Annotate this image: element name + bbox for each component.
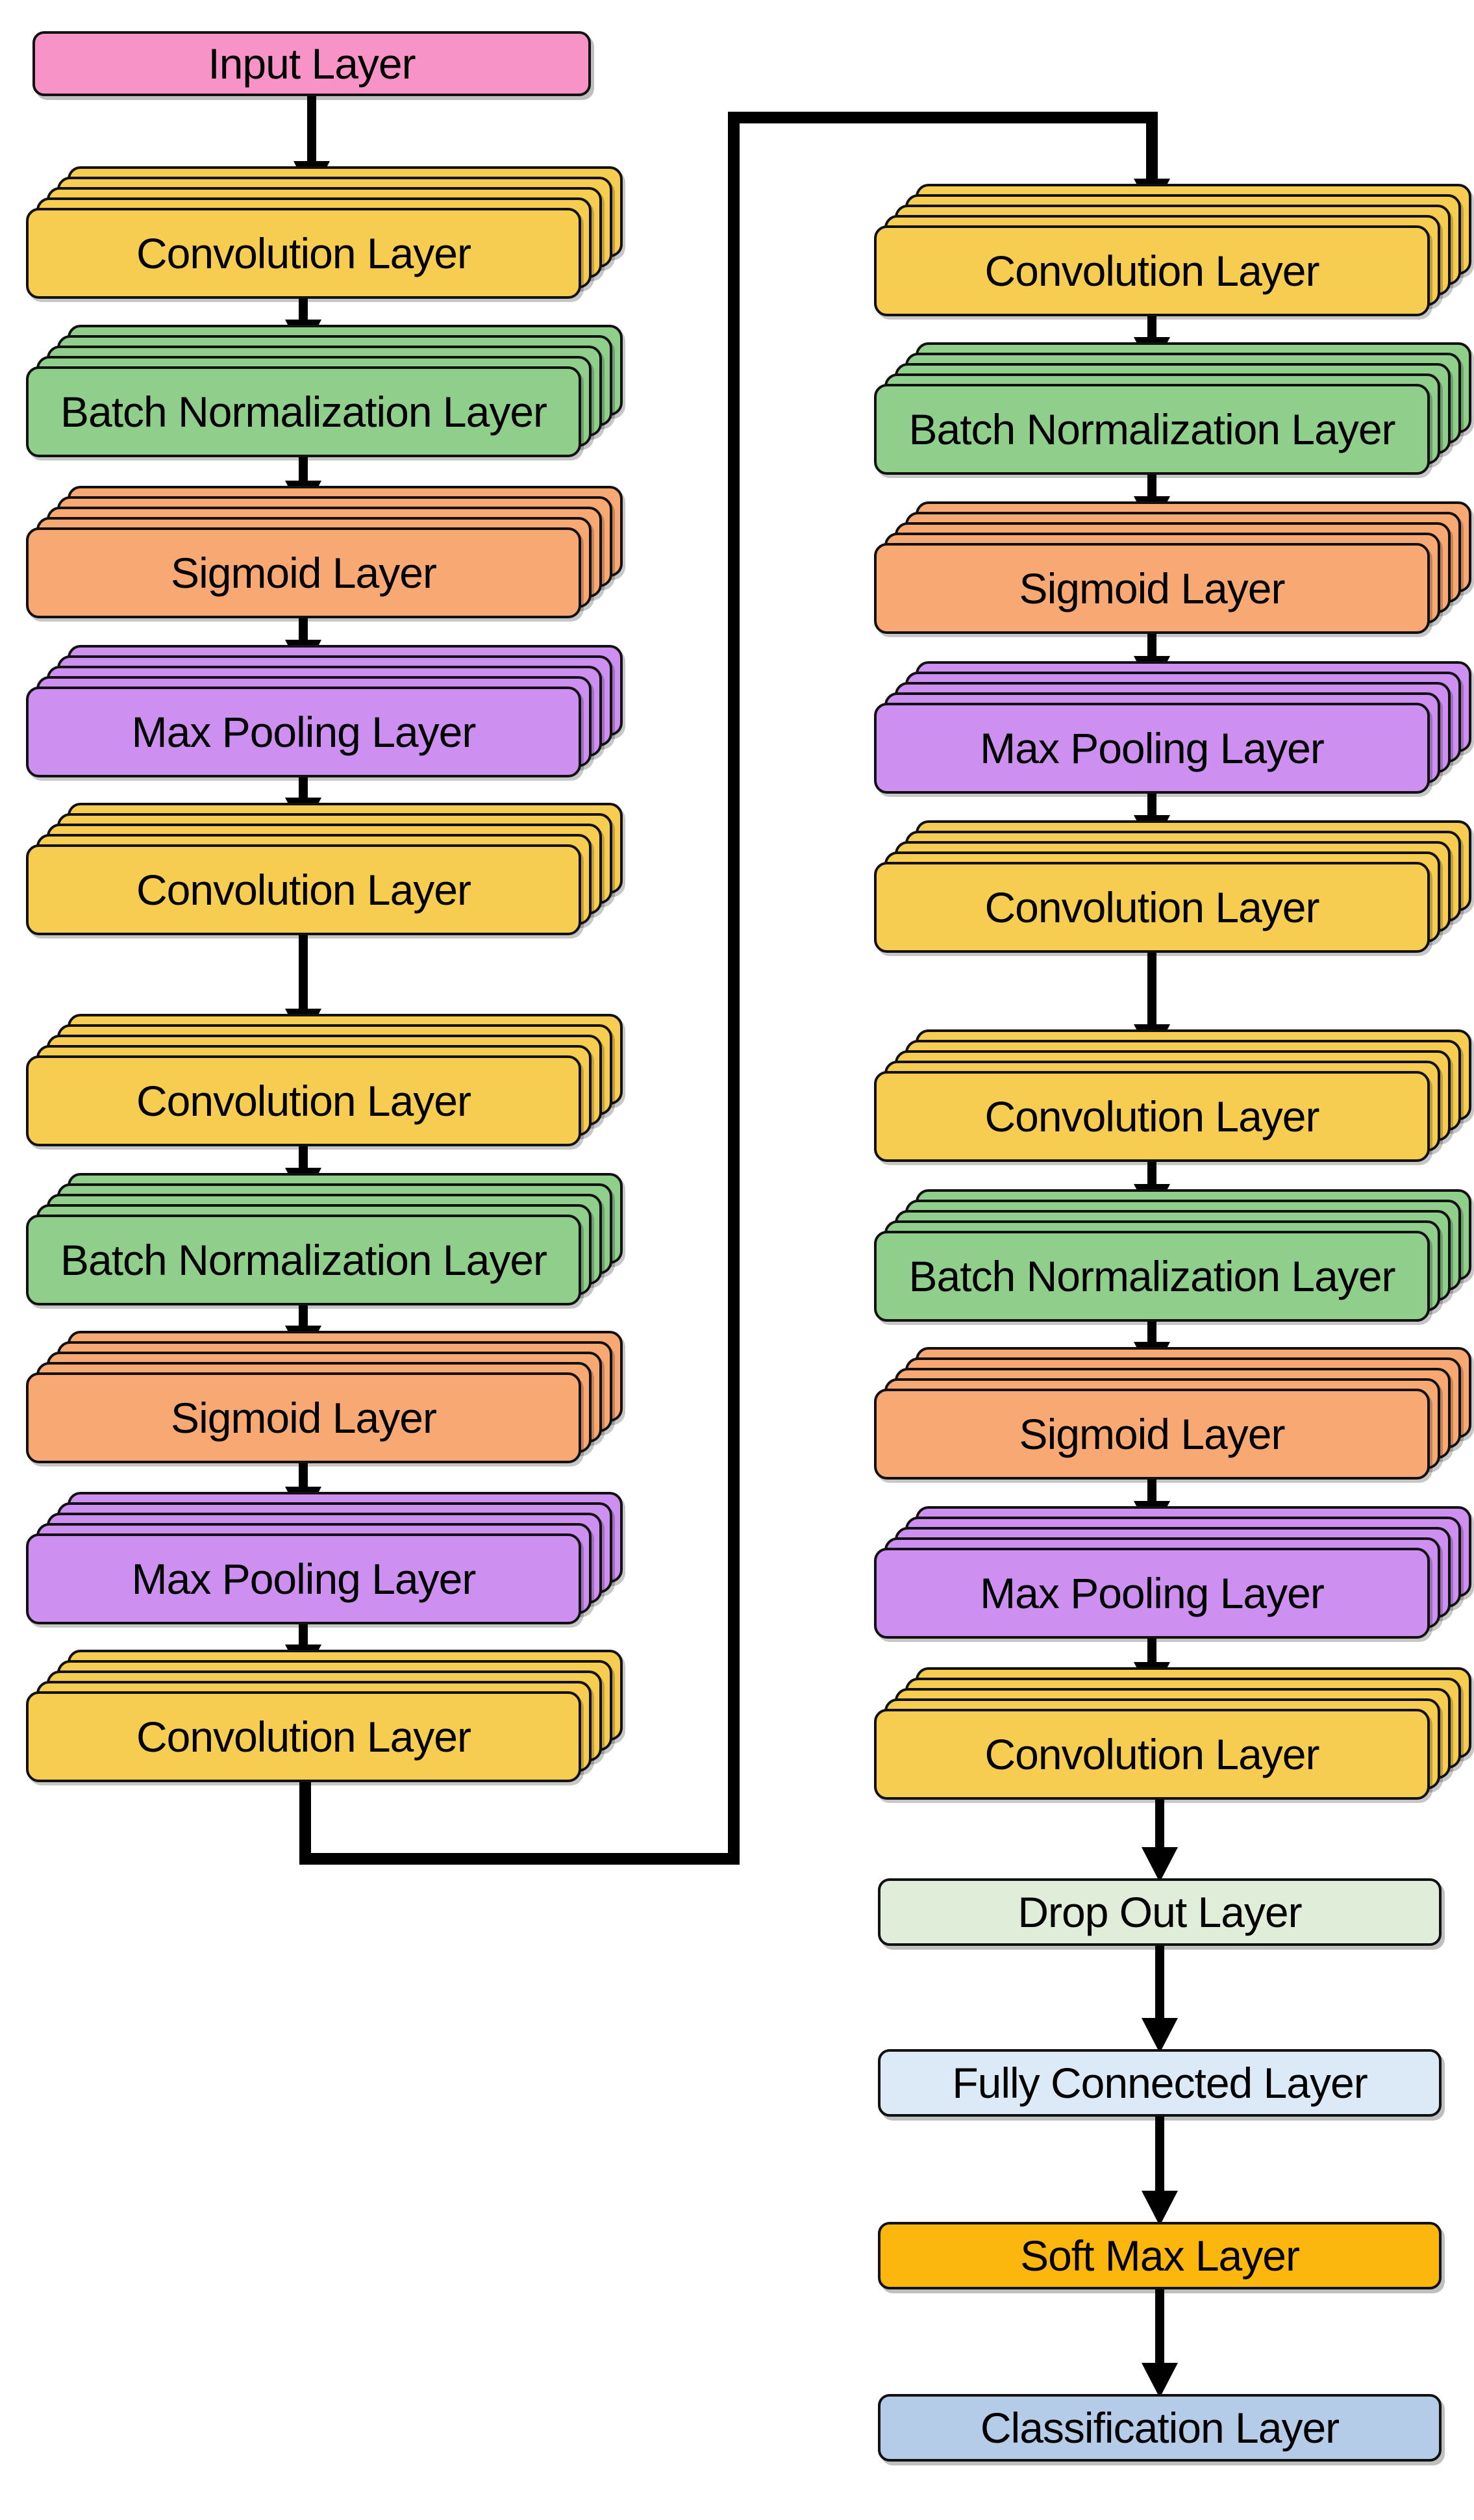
arrow-shaft bbox=[1155, 1800, 1164, 1847]
arrow-shaft bbox=[1155, 2117, 1164, 2191]
arrow-head bbox=[1142, 2363, 1178, 2398]
connector-segment-drop bbox=[1146, 112, 1158, 180]
node-label: Classification Layer bbox=[980, 2404, 1340, 2452]
stack-card-front: Sigmoid Layer bbox=[874, 543, 1430, 634]
stack-card-front: Sigmoid Layer bbox=[26, 1372, 581, 1463]
node-label: Convolution Layer bbox=[136, 1077, 471, 1125]
flow-arrow bbox=[1142, 2289, 1178, 2398]
node-label: Convolution Layer bbox=[984, 1092, 1320, 1140]
stack-card-front: Max Pooling Layer bbox=[874, 1548, 1430, 1639]
node-drop-out-layer: Drop Out Layer bbox=[878, 1878, 1442, 1946]
node-label: Max Pooling Layer bbox=[131, 708, 477, 756]
arrow-shaft bbox=[1147, 953, 1156, 1024]
arrow-shaft bbox=[299, 299, 308, 320]
arrow-shaft bbox=[299, 457, 308, 481]
arrow-shaft bbox=[1155, 2289, 1164, 2363]
node-classification-layer: Classification Layer bbox=[878, 2394, 1442, 2462]
node-input-layer: Input Layer bbox=[32, 31, 591, 96]
arrow-shaft bbox=[1147, 634, 1156, 656]
connector-segment-bottom bbox=[299, 1853, 740, 1865]
node-label: Sigmoid Layer bbox=[1019, 1410, 1286, 1458]
arrow-shaft bbox=[1147, 1162, 1156, 1184]
node-label: Drop Out Layer bbox=[1018, 1888, 1302, 1936]
stack-card-front: Convolution Layer bbox=[874, 1709, 1430, 1800]
stack-card-front: Sigmoid Layer bbox=[874, 1389, 1430, 1480]
connector-segment-top bbox=[728, 112, 1158, 123]
node-label: Soft Max Layer bbox=[1020, 2232, 1300, 2280]
arrow-shaft bbox=[1147, 1322, 1156, 1342]
stack-card-front: Convolution Layer bbox=[26, 1055, 581, 1146]
node-label: Sigmoid Layer bbox=[1019, 564, 1286, 612]
node-label: Batch Normalization Layer bbox=[60, 1236, 547, 1284]
node-label: Convolution Layer bbox=[136, 1713, 471, 1761]
node-label: Max Pooling Layer bbox=[131, 1555, 477, 1603]
stack-card-front: Max Pooling Layer bbox=[874, 703, 1430, 794]
arrow-head bbox=[1142, 2018, 1178, 2053]
node-label: Batch Normalization Layer bbox=[908, 405, 1395, 453]
stack-card-front: Batch Normalization Layer bbox=[26, 366, 581, 457]
arrow-shaft bbox=[299, 1624, 308, 1644]
arrow-shaft bbox=[1147, 316, 1156, 337]
connector-segment-vertical bbox=[728, 112, 740, 1865]
stack-card-front: Convolution Layer bbox=[26, 844, 581, 935]
node-label: Convolution Layer bbox=[136, 866, 471, 914]
node-label: Convolution Layer bbox=[984, 883, 1320, 931]
stack-card-front: Convolution Layer bbox=[874, 225, 1430, 316]
node-label: Convolution Layer bbox=[984, 247, 1320, 295]
arrow-head bbox=[1142, 2191, 1178, 2226]
node-label: Convolution Layer bbox=[136, 229, 471, 277]
arrow-shaft bbox=[299, 777, 308, 798]
connector-segment-down bbox=[299, 1782, 311, 1865]
flow-arrow bbox=[1142, 2117, 1178, 2226]
node-label: Input Layer bbox=[208, 40, 416, 88]
arrow-shaft bbox=[1147, 475, 1156, 496]
node-label: Sigmoid Layer bbox=[171, 549, 437, 597]
arrow-shaft bbox=[1147, 1639, 1156, 1662]
arrow-shaft bbox=[1147, 1480, 1156, 1501]
arrow-shaft bbox=[307, 96, 316, 161]
stack-card-front: Sigmoid Layer bbox=[26, 527, 581, 618]
node-fully-connected-layer: Fully Connected Layer bbox=[878, 2049, 1442, 2117]
arrow-shaft bbox=[299, 1305, 308, 1326]
arrow-shaft bbox=[1147, 794, 1156, 815]
stack-card-front: Max Pooling Layer bbox=[26, 1533, 581, 1624]
node-label: Max Pooling Layer bbox=[980, 1569, 1325, 1617]
arrow-shaft bbox=[299, 618, 308, 640]
arrow-shaft bbox=[299, 1463, 308, 1487]
stack-card-front: Batch Normalization Layer bbox=[874, 1231, 1430, 1322]
arrow-shaft bbox=[1155, 1946, 1164, 2018]
stack-card-front: Convolution Layer bbox=[26, 1691, 581, 1782]
stack-card-front: Convolution Layer bbox=[874, 862, 1430, 953]
node-label: Convolution Layer bbox=[984, 1730, 1320, 1778]
stack-card-front: Max Pooling Layer bbox=[26, 687, 581, 777]
stack-card-front: Convolution Layer bbox=[26, 208, 581, 299]
node-label: Sigmoid Layer bbox=[171, 1394, 437, 1442]
stack-card-front: Convolution Layer bbox=[874, 1071, 1430, 1162]
stack-card-front: Batch Normalization Layer bbox=[874, 384, 1430, 475]
arrow-shaft bbox=[299, 935, 308, 1009]
flow-arrow bbox=[1142, 1800, 1178, 1882]
node-label: Batch Normalization Layer bbox=[908, 1252, 1395, 1300]
arrow-shaft bbox=[299, 1146, 308, 1168]
node-label: Max Pooling Layer bbox=[980, 724, 1325, 772]
node-label: Batch Normalization Layer bbox=[60, 388, 547, 436]
arrow-head bbox=[1142, 1847, 1178, 1882]
node-soft-max-layer: Soft Max Layer bbox=[878, 2222, 1442, 2289]
flow-arrow bbox=[1142, 1946, 1178, 2053]
stack-card-front: Batch Normalization Layer bbox=[26, 1215, 581, 1305]
node-label: Fully Connected Layer bbox=[952, 2059, 1368, 2107]
